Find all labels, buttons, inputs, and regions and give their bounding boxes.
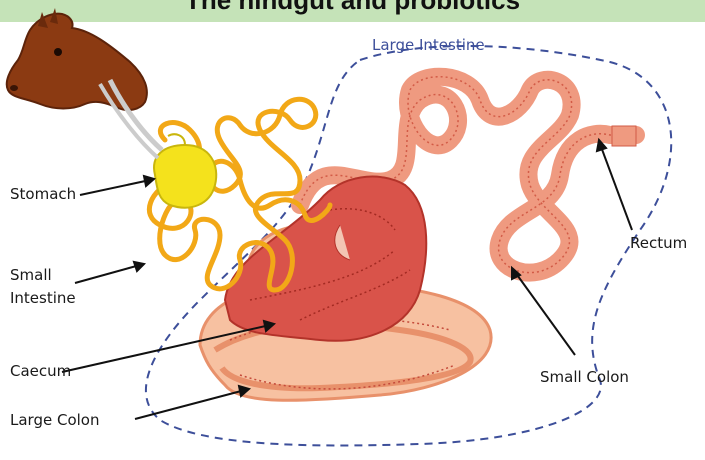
large-colon-leader [135,390,245,419]
stomach [154,134,216,207]
small-intestine-leader [75,265,140,283]
label-large-intestine: Large Intestine [372,36,485,54]
rectum-leader [600,144,632,230]
label-small-intestine-line2: Intestine [10,289,76,307]
label-small-intestine-line1: Small [10,266,52,284]
label-stomach: Stomach [10,185,76,203]
caecum [225,177,426,341]
label-rectum: Rectum [630,234,687,252]
label-large-colon: Large Colon [10,411,99,429]
stomach-leader [80,180,150,195]
horse-head [7,8,162,158]
small-colon-leader [515,272,575,355]
label-small-colon: Small Colon [540,368,629,386]
label-caecum: Caecum [10,362,71,380]
